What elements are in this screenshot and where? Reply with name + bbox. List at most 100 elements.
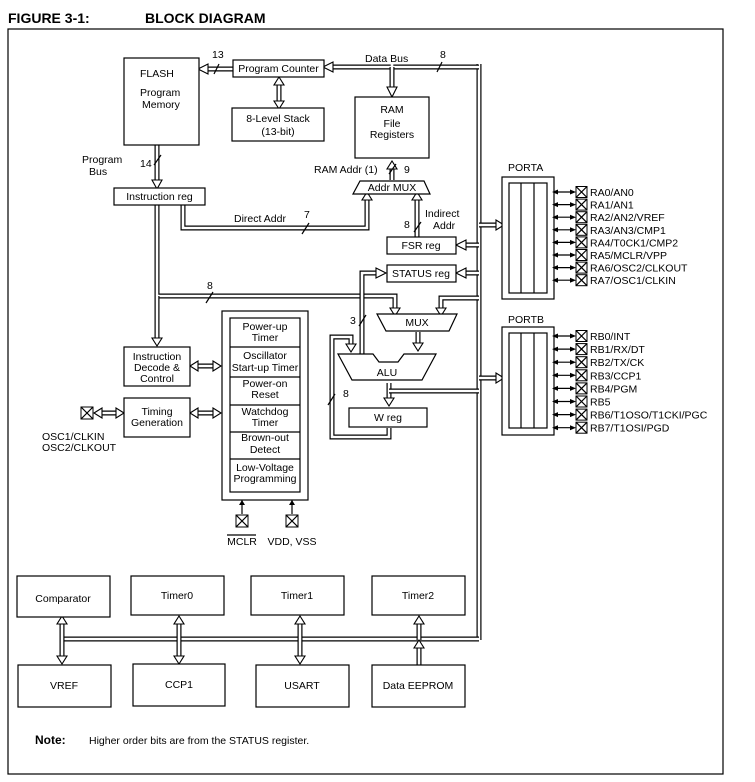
- timing-generation: Timing Generation: [123, 397, 191, 438]
- svg-text:RAM Addr (1): RAM Addr (1): [314, 164, 378, 176]
- status-reg: STATUS reg: [386, 264, 457, 283]
- porta-pin: RA2/AN2/VREF: [552, 211, 665, 224]
- porta-pin: RA0/AN0: [552, 186, 634, 199]
- svg-text:9: 9: [404, 164, 410, 176]
- svg-text:Instruction reg: Instruction reg: [126, 191, 193, 203]
- svg-text:OSC2/CLKOUT: OSC2/CLKOUT: [42, 442, 117, 454]
- svg-text:Generation: Generation: [131, 417, 183, 429]
- flash-program-memory: FLASH Program Memory: [123, 57, 200, 146]
- svg-text:FSR reg: FSR reg: [401, 240, 440, 252]
- svg-text:Detect: Detect: [250, 444, 280, 456]
- svg-text:8: 8: [343, 388, 349, 400]
- svg-text:Watchdog: Watchdog: [242, 406, 289, 418]
- porta-pin: RA6/OSC2/CLKOUT: [552, 261, 688, 275]
- svg-text:Start-up Timer: Start-up Timer: [232, 362, 299, 374]
- portb: PORTB RB0/INTRB1/RX/DTRB2/TX/CKRB3/CCP1R…: [501, 314, 708, 436]
- svg-text:STATUS reg: STATUS reg: [392, 268, 450, 280]
- svg-text:USART: USART: [284, 680, 320, 692]
- svg-text:Program: Program: [82, 154, 123, 166]
- svg-text:8: 8: [440, 49, 446, 61]
- note-text: Higher order bits are from the STATUS re…: [89, 735, 309, 747]
- svg-text:RA0/AN0: RA0/AN0: [590, 187, 634, 199]
- svg-text:Timer2: Timer2: [402, 590, 434, 602]
- svg-text:Decode &: Decode &: [134, 362, 180, 374]
- svg-text:Comparator: Comparator: [35, 593, 91, 605]
- svg-text:RA4/T0CK1/CMP2: RA4/T0CK1/CMP2: [590, 237, 678, 249]
- svg-text:RB0/INT: RB0/INT: [590, 331, 631, 343]
- svg-text:Addr MUX: Addr MUX: [368, 182, 416, 194]
- portb-pin: RB7/T1OSI/PGD: [552, 421, 670, 435]
- svg-text:FLASH: FLASH: [140, 68, 174, 80]
- svg-text:File: File: [384, 118, 401, 130]
- svg-text:Timer1: Timer1: [281, 590, 313, 602]
- svg-text:RB4/PGM: RB4/PGM: [590, 383, 637, 395]
- portb-pin: RB0/INT: [552, 330, 631, 343]
- portb-pin: RB6/T1OSO/T1CKI/PGC: [552, 408, 708, 422]
- porta-pin: RA5/MCLR/VPP: [552, 249, 667, 262]
- figure-number: FIGURE 3-1:: [8, 10, 90, 26]
- svg-text:RB7/T1OSI/PGD: RB7/T1OSI/PGD: [590, 423, 670, 435]
- svg-text:Memory: Memory: [142, 99, 181, 111]
- alu: ALU: [336, 353, 438, 381]
- svg-text:VREF: VREF: [50, 680, 78, 692]
- figure-title: BLOCK DIAGRAM: [145, 10, 266, 26]
- svg-text:Timer0: Timer0: [161, 590, 193, 602]
- program-counter: Program Counter: [232, 59, 325, 78]
- svg-text:Timing: Timing: [141, 406, 172, 418]
- svg-text:13: 13: [212, 49, 224, 61]
- svg-text:RA5/MCLR/VPP: RA5/MCLR/VPP: [590, 250, 667, 262]
- portb-pin: RB4/PGM: [552, 382, 637, 395]
- instruction-decode-control: Instruction Decode & Control: [123, 346, 191, 387]
- mux: MUX: [376, 313, 458, 332]
- svg-text:Bus: Bus: [89, 166, 107, 178]
- svg-text:14: 14: [140, 158, 152, 170]
- svg-text:VDD, VSS: VDD, VSS: [267, 536, 316, 548]
- svg-text:MCLR: MCLR: [227, 536, 257, 548]
- svg-text:Power-on: Power-on: [243, 378, 288, 390]
- diagram-frame: [7, 28, 724, 775]
- peripheral-vref: VREF: [17, 664, 112, 708]
- svg-text:Programming: Programming: [233, 473, 296, 485]
- svg-text:8-Level Stack: 8-Level Stack: [246, 113, 310, 125]
- porta-pin: RA3/AN3/CMP1: [552, 223, 666, 237]
- svg-text:MUX: MUX: [405, 317, 428, 329]
- portb-pin: RB2/TX/CK: [552, 356, 644, 369]
- svg-text:RA6/OSC2/CLKOUT: RA6/OSC2/CLKOUT: [590, 263, 688, 275]
- ram-file-registers: RAM File Registers: [354, 96, 430, 159]
- svg-text:8: 8: [404, 219, 410, 231]
- svg-text:ALU: ALU: [377, 367, 397, 379]
- svg-text:PORTA: PORTA: [508, 162, 543, 174]
- svg-text:Indirect: Indirect: [425, 208, 460, 220]
- svg-text:PORTB: PORTB: [508, 314, 544, 326]
- svg-text:Instruction: Instruction: [133, 351, 182, 363]
- svg-text:RA7/OSC1/CLKIN: RA7/OSC1/CLKIN: [590, 275, 676, 287]
- svg-text:RA2/AN2/VREF: RA2/AN2/VREF: [590, 212, 665, 224]
- bus-width-ticks: [153, 61, 443, 406]
- svg-text:Program Counter: Program Counter: [238, 63, 319, 75]
- svg-text:Data EEPROM: Data EEPROM: [383, 680, 454, 692]
- svg-text:(13-bit): (13-bit): [261, 126, 294, 138]
- svg-text:CCP1: CCP1: [165, 679, 193, 691]
- svg-text:Program: Program: [140, 87, 181, 99]
- svg-text:Direct Addr: Direct Addr: [234, 213, 286, 225]
- peripheral-usart: USART: [255, 664, 350, 708]
- addr-mux: Addr MUX: [351, 180, 431, 195]
- peripheral-comparator: Comparator: [16, 575, 111, 618]
- note-label: Note:: [35, 733, 66, 747]
- svg-text:Control: Control: [140, 373, 174, 385]
- svg-text:7: 7: [304, 209, 310, 221]
- fsr-reg: FSR reg: [386, 236, 457, 255]
- svg-text:RA3/AN3/CMP1: RA3/AN3/CMP1: [590, 225, 666, 237]
- svg-text:Data Bus: Data Bus: [365, 53, 408, 65]
- svg-text:Oscillator: Oscillator: [243, 350, 287, 362]
- portb-pin: RB5: [552, 395, 611, 409]
- svg-text:OSC1/CLKIN: OSC1/CLKIN: [42, 431, 104, 443]
- peripheral-timer2: Timer2: [371, 575, 466, 616]
